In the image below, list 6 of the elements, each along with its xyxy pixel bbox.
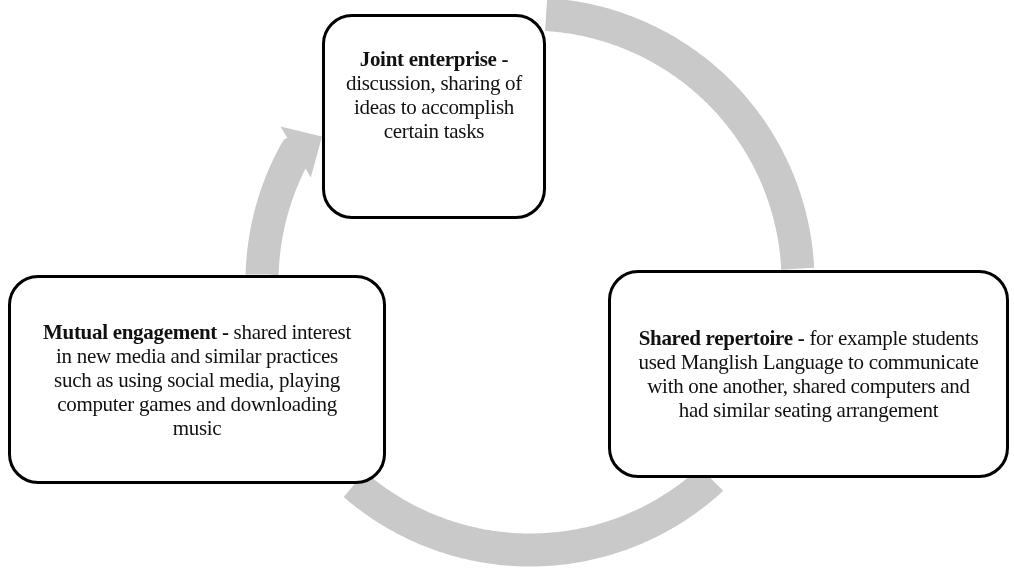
text-box — [322, 14, 546, 219]
node-text: Joint enterprise - discussion, sharing of ideas to accomplish certain tasks — [345, 47, 524, 143]
text-box — [608, 270, 1009, 478]
node-text: Mutual engagement - shared interest in new media and similar practices such as using social media, playing computer games and downloading music — [42, 319, 352, 440]
text-box — [8, 275, 386, 484]
node-text: Shared repertoire - for example students used Manglish Language to communicate with one another, shared computers and had similar seating arrangement — [637, 326, 980, 422]
